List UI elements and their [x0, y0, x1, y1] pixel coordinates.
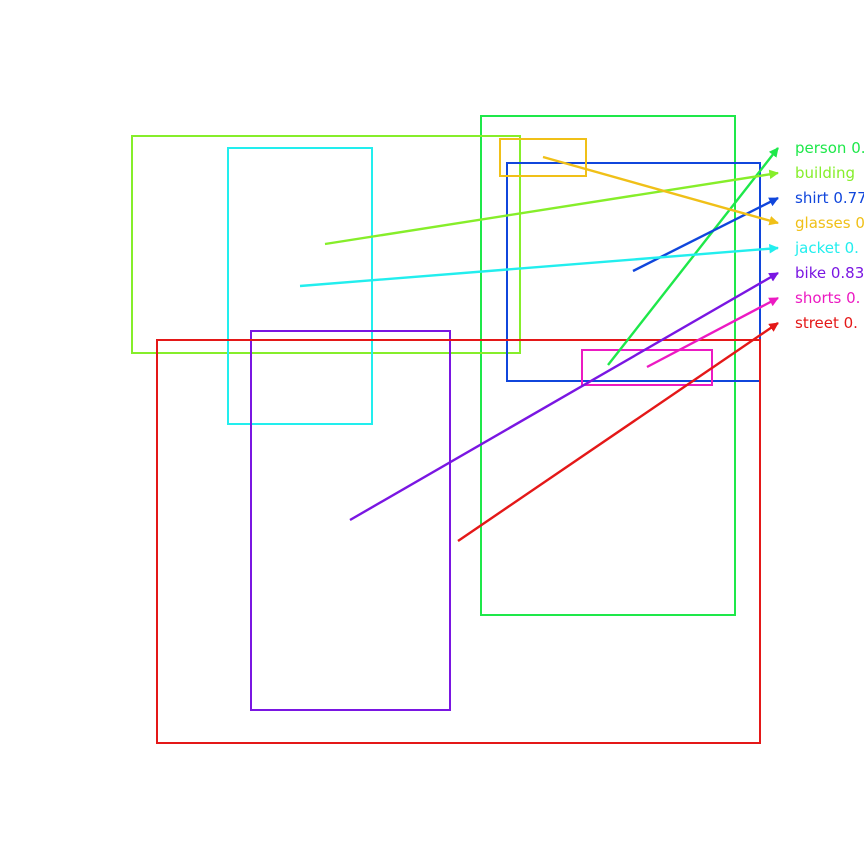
jacket-bounding-box	[227, 147, 373, 425]
building-bounding-box	[131, 135, 521, 354]
person-label-name: person	[795, 139, 846, 157]
glasses-bounding-box	[499, 138, 587, 177]
street-label-score: 0.	[839, 314, 858, 332]
jacket-label-score: 0.	[840, 239, 859, 257]
person-label-score: 0.	[846, 139, 864, 157]
bike-label: bike 0.83	[795, 264, 864, 282]
street-bounding-box	[156, 339, 761, 744]
shirt-label-name: shirt	[795, 189, 829, 207]
shirt-leader-arrow	[632, 196, 779, 273]
person-bounding-box	[480, 115, 736, 616]
jacket-label: jacket 0.	[794, 239, 859, 257]
jacket-leader-arrow	[299, 243, 779, 288]
bike-label-name: bike	[795, 264, 826, 282]
person-leader-arrow	[607, 147, 779, 366]
shirt-label-score: 0.77	[829, 189, 864, 207]
glasses-label-name: glasses	[795, 214, 851, 232]
shorts-bounding-box	[581, 349, 713, 386]
person-label: person 0.	[795, 139, 864, 157]
bike-label-score: 0.83	[826, 264, 864, 282]
street-leader-arrow	[457, 322, 779, 542]
shorts-leader-arrow	[646, 296, 779, 369]
bike-bounding-box	[250, 330, 451, 711]
building-label: building	[795, 164, 855, 182]
bike-leader-arrow	[349, 271, 779, 522]
shorts-label: shorts 0.	[795, 289, 860, 307]
shorts-label-name: shorts	[795, 289, 842, 307]
street-label-name: street	[795, 314, 839, 332]
glasses-label: glasses 0	[795, 214, 864, 232]
building-leader-arrow	[324, 169, 779, 246]
jacket-label-name: jacket	[794, 239, 840, 257]
building-label-name: building	[795, 164, 855, 182]
glasses-label-score: 0	[851, 214, 864, 232]
shorts-label-score: 0.	[841, 289, 860, 307]
detection-labels: person 0. building shirt 0.77 glasses 0 jack…	[794, 139, 864, 332]
leader-lines	[299, 147, 779, 542]
street-label: street 0.	[795, 314, 858, 332]
bounding-boxes	[131, 115, 761, 744]
glasses-leader-arrow	[542, 155, 779, 226]
shirt-label: shirt 0.77	[795, 189, 864, 207]
shirt-bounding-box	[506, 162, 761, 382]
